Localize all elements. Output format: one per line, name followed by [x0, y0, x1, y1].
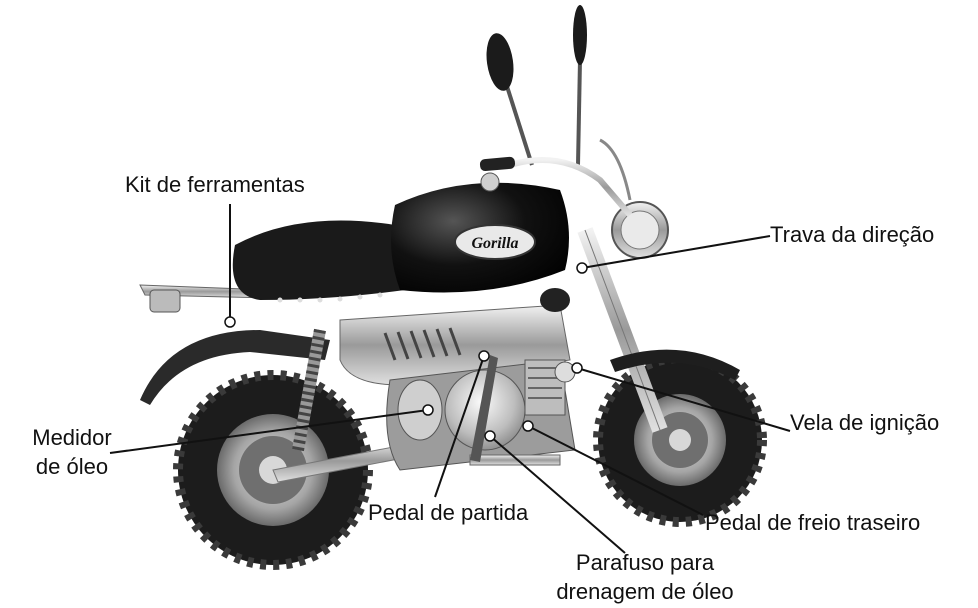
- handlebar: [509, 157, 633, 217]
- marker-vela-ignicao: [571, 362, 583, 374]
- label-pedal-freio: Pedal de freio traseiro: [705, 510, 921, 535]
- label-medidor-oleo-line2: de óleo: [35, 454, 109, 479]
- label-trava-direcao: Trava da direção: [770, 222, 935, 247]
- leader-vela-ignicao: [576, 367, 791, 432]
- label-kit-ferramentas: Kit de ferramentas: [125, 172, 305, 197]
- label-medidor-oleo-line1: Medidor: [32, 425, 112, 450]
- rear-fender: [140, 330, 330, 405]
- label-pedal-partida: Pedal de partida: [368, 500, 529, 525]
- front-fender: [610, 349, 740, 380]
- mirror-right: [573, 5, 587, 166]
- air-box: [540, 288, 570, 312]
- label-medidor-oleo: Medidor de óleo: [12, 425, 132, 480]
- leader-pedal-partida: [434, 355, 485, 498]
- label-parafuso: Parafuso para drenagem de óleo: [535, 550, 755, 605]
- leader-trava-direcao: [581, 235, 771, 269]
- seat-rivets: [277, 292, 383, 303]
- marker-pedal-freio: [522, 420, 534, 432]
- leader-medidor-oleo: [109, 409, 429, 454]
- headlight: [611, 201, 669, 259]
- heat-shield-slots: [383, 327, 462, 361]
- handlebar-lever: [599, 138, 632, 201]
- marker-kit-ferramentas: [224, 316, 236, 328]
- fuel-cap: [480, 172, 500, 192]
- marker-parafuso: [484, 430, 496, 442]
- leader-pedal-freio: [527, 425, 704, 516]
- label-vela-ignicao: Vela de ignição: [790, 410, 940, 435]
- marker-pedal-partida: [478, 350, 490, 362]
- marker-trava-direcao: [576, 262, 588, 274]
- tank-emblem: Gorilla: [454, 224, 536, 260]
- front-wheel: [593, 353, 767, 527]
- leader-parafuso: [489, 435, 626, 554]
- label-parafuso-line1: Parafuso para: [575, 550, 715, 575]
- marker-medidor-oleo: [422, 404, 434, 416]
- tank-logo-text: Gorilla: [471, 235, 518, 252]
- kick-pedal: [470, 355, 498, 462]
- handlebar-grip: [479, 156, 516, 172]
- seat: [232, 220, 405, 300]
- front-fork: [577, 227, 668, 433]
- tail-light: [149, 289, 181, 313]
- mirror-left: [486, 33, 534, 166]
- rear-shock: [292, 328, 326, 452]
- label-parafuso-line2: drenagem de óleo: [556, 579, 734, 604]
